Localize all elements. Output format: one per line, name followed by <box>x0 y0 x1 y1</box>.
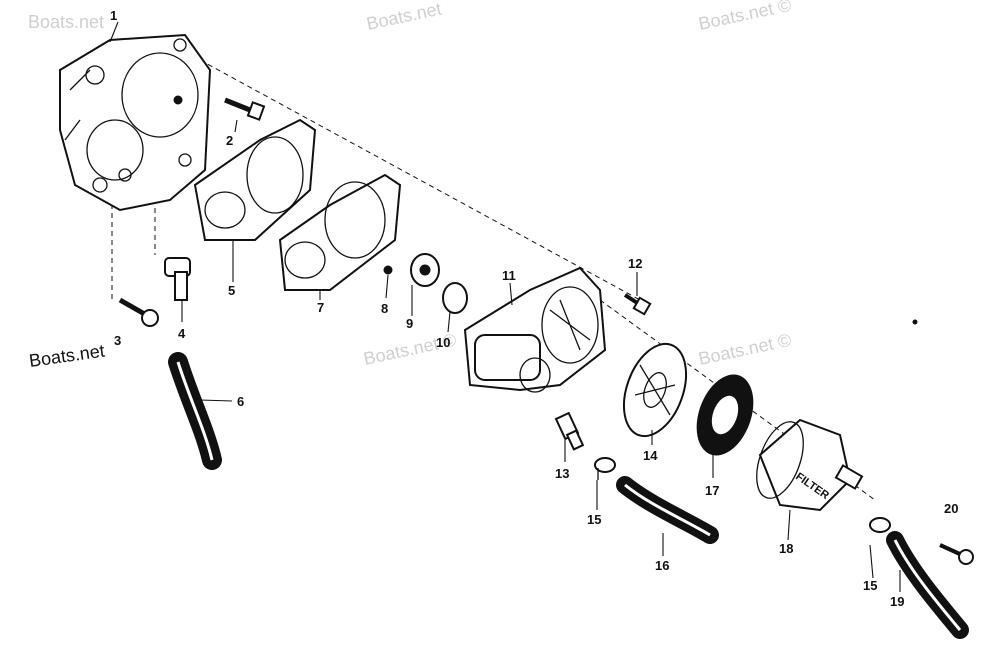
leader-line <box>109 21 119 43</box>
callout-9: 9 <box>406 316 413 331</box>
diaphragm-part <box>278 173 402 291</box>
callout-16: 16 <box>655 558 669 573</box>
callout-17: 17 <box>705 483 719 498</box>
callout-11: 11 <box>502 268 516 283</box>
filter-bowl-part: FILTER <box>756 418 864 512</box>
callout-4: 4 <box>178 326 186 341</box>
watermark: Boats.net © <box>697 330 793 369</box>
dot-mark <box>912 319 918 325</box>
callout-1: 1 <box>110 8 117 23</box>
callout-14: 14 <box>643 448 658 463</box>
gasket-part <box>193 118 317 241</box>
check-valve-part <box>410 253 440 287</box>
outlet-fitting-part <box>554 411 585 451</box>
o-ring-part <box>442 282 468 314</box>
leader-line <box>234 119 238 133</box>
leader-line <box>787 509 791 541</box>
callout-15-second: 15 <box>863 578 877 593</box>
bolt-part <box>224 97 266 121</box>
callout-7: 7 <box>317 300 324 315</box>
filter-gasket-part <box>696 374 754 456</box>
hose-part <box>168 352 222 470</box>
callout-10: 10 <box>436 335 450 350</box>
hose-clamp-part <box>594 457 616 480</box>
screw-part <box>118 297 159 327</box>
callout-15: 15 <box>587 512 601 527</box>
filter-screw-part <box>939 543 974 565</box>
elbow-fitting-part <box>164 257 191 301</box>
watermark: Boats.net <box>365 0 444 34</box>
callout-12: 12 <box>628 256 642 271</box>
leader-line <box>447 311 451 333</box>
hose-clamp-part-2 <box>869 517 891 533</box>
watermark: Boats.net <box>28 12 104 32</box>
fuel-hose-part <box>616 476 719 544</box>
alignment-line <box>199 59 641 301</box>
watermark-dark: Boats.net <box>28 341 106 371</box>
callout-8: 8 <box>381 301 388 316</box>
pump-housing-part <box>463 266 607 393</box>
callout-2: 2 <box>226 133 233 148</box>
filter-screen-part <box>622 342 688 438</box>
callout-6: 6 <box>237 394 244 409</box>
leader-line <box>385 274 389 299</box>
callout-20: 20 <box>944 501 958 516</box>
pump-body-part <box>59 33 212 212</box>
leader-line <box>869 544 874 579</box>
callout-19: 19 <box>890 594 904 609</box>
callout-18: 18 <box>779 541 793 556</box>
watermark: Boats.net © <box>697 0 793 34</box>
housing-screw-part <box>623 293 652 316</box>
small-screw-part <box>383 265 393 275</box>
callout-5: 5 <box>228 283 235 298</box>
leader-line <box>509 282 513 306</box>
callout-3: 3 <box>114 333 121 348</box>
inlet-hose-part <box>886 531 969 639</box>
leader-line <box>199 399 233 402</box>
callout-13: 13 <box>555 466 569 481</box>
